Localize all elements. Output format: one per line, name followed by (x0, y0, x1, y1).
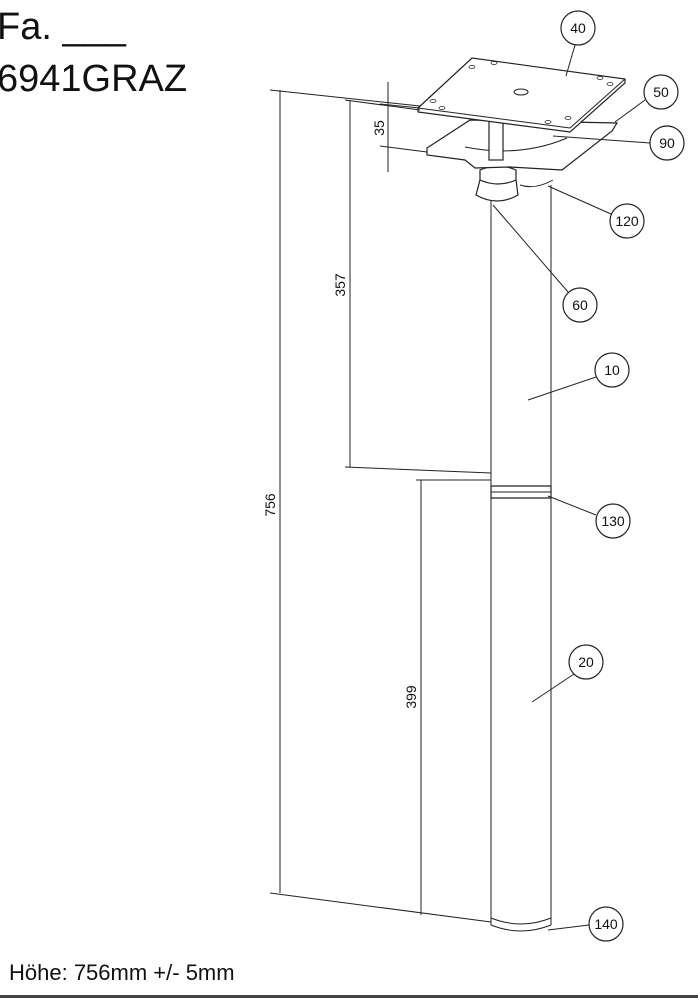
coupling-ring-130 (490, 485, 552, 499)
company-label: Fa. ___ (0, 6, 126, 48)
callout-40: 40 (560, 10, 596, 46)
plate-50 (426, 119, 619, 171)
callout-90: 90 (649, 125, 685, 161)
dimension-total-label: 756 (262, 493, 278, 517)
dimension-total: 756 (262, 89, 492, 923)
callout-140: 140 (588, 906, 624, 942)
callout-20: 20 (568, 644, 604, 680)
dimension-plate-gap-label: 35 (371, 120, 387, 136)
dimension-lower-label: 399 (403, 685, 419, 709)
plate-40 (417, 57, 626, 133)
model-name: 6941GRAZ (0, 58, 188, 100)
svg-text:90: 90 (659, 135, 675, 151)
svg-text:130: 130 (601, 513, 625, 529)
callout-50: 50 (643, 74, 679, 110)
dimension-upper-label: 357 (332, 273, 348, 297)
column-upper-10 (490, 185, 552, 490)
svg-text:50: 50 (653, 84, 669, 100)
svg-text:140: 140 (594, 916, 618, 932)
callout-120: 120 (609, 203, 645, 239)
callout-60: 60 (562, 287, 598, 323)
column-lower-20 (490, 498, 552, 932)
svg-text:120: 120 (615, 213, 639, 229)
callout-10: 10 (594, 352, 630, 388)
svg-text:10: 10 (604, 362, 620, 378)
dimension-plate-gap: 35 (371, 82, 428, 172)
svg-text:40: 40 (570, 20, 586, 36)
dimension-lower: 399 (403, 479, 491, 915)
svg-text:60: 60 (572, 297, 588, 313)
leader-lines (492, 44, 651, 931)
height-note: Höhe: 756mm +/- 5mm (9, 960, 235, 985)
callout-130: 130 (595, 503, 631, 539)
bearing-60 (475, 165, 554, 202)
bottom-divider (0, 995, 698, 998)
dimension-upper: 357 (332, 99, 492, 474)
svg-text:20: 20 (578, 654, 594, 670)
